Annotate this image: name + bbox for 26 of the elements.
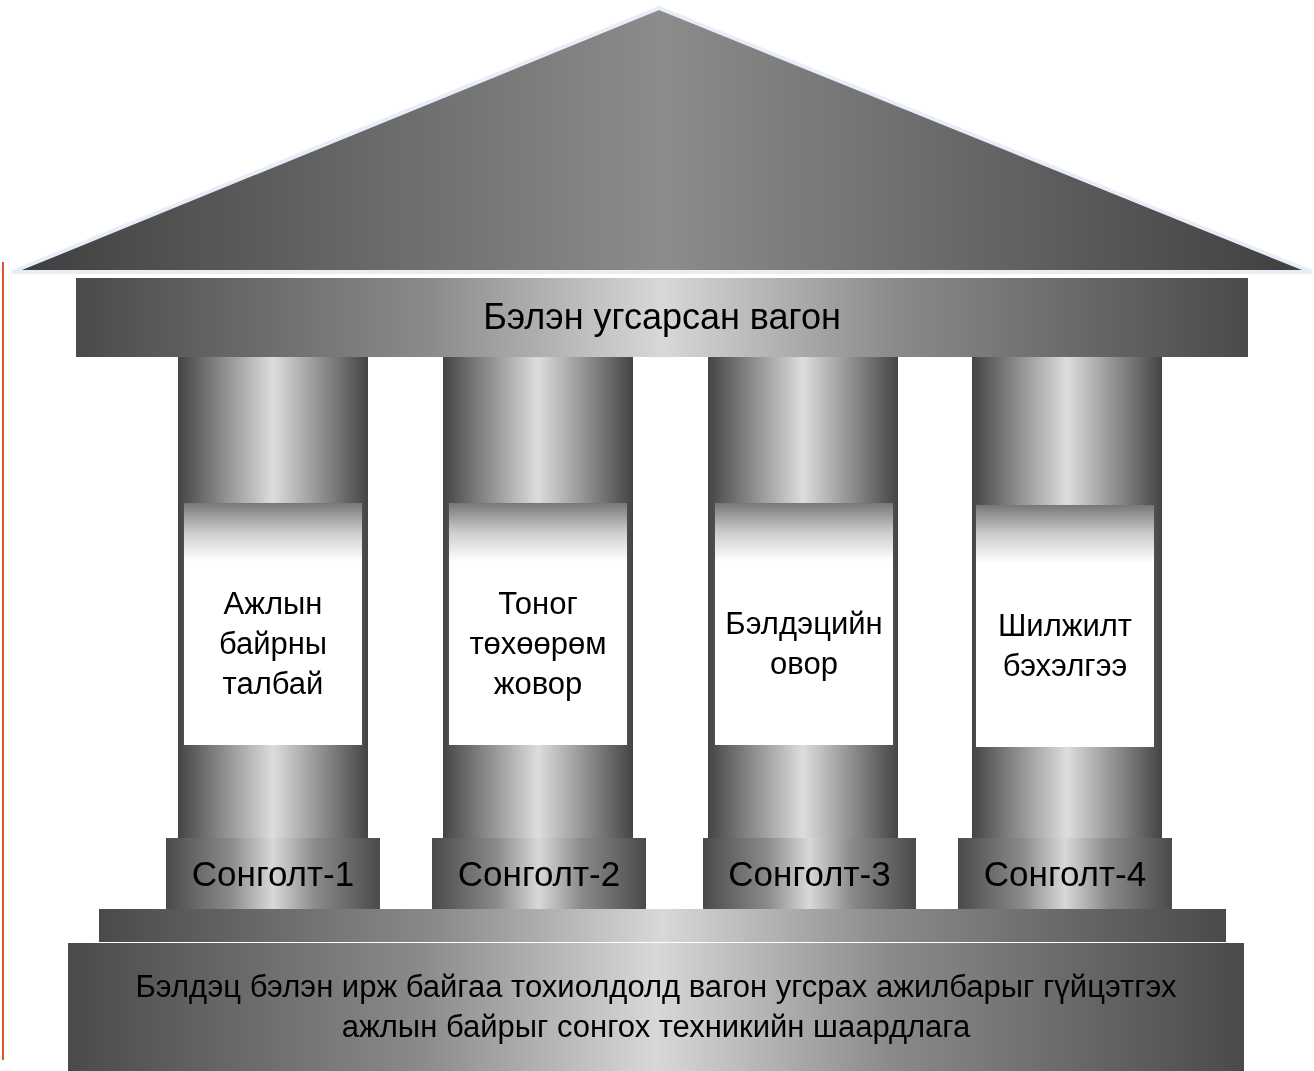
temple-column xyxy=(708,357,898,839)
column-base xyxy=(432,838,646,910)
node-label: Тоног төхөөрөм жовор xyxy=(468,584,608,704)
column-base xyxy=(166,838,380,910)
plinth-step xyxy=(99,909,1226,942)
foundation-slab xyxy=(68,943,1244,1071)
node-label: Бэлдэцийн овор xyxy=(724,604,884,683)
node-label: Сонголт-3 xyxy=(728,852,891,895)
architrave-bar xyxy=(76,278,1248,357)
temple-column xyxy=(178,357,368,839)
column-panel xyxy=(184,503,362,745)
temple-column xyxy=(972,357,1162,839)
temple-column xyxy=(443,357,633,839)
temple-roof xyxy=(10,6,1314,274)
node-label: Бэлдэц бэлэн ирж байгаа тохиолдолд вагон угсрах ажилбарыг гүйцэтгэх ажлын байрыг сонгох техникийн шаардлага xyxy=(134,967,1178,1046)
node-label: Сонголт-1 xyxy=(191,853,355,896)
column-base xyxy=(703,838,916,909)
column-panel xyxy=(715,503,893,745)
node-label: Шилжилт бэхэлгээ xyxy=(996,606,1134,685)
node-label: Бэлэн угсарсан вагон xyxy=(483,295,841,340)
column-base xyxy=(958,838,1172,910)
node-label: Сонголт-4 xyxy=(983,853,1147,896)
node-label: Сонголт-2 xyxy=(457,853,621,896)
node-label: Ажлын байрны талбай xyxy=(217,584,329,704)
column-panel xyxy=(449,503,627,745)
column-panel xyxy=(976,505,1154,747)
